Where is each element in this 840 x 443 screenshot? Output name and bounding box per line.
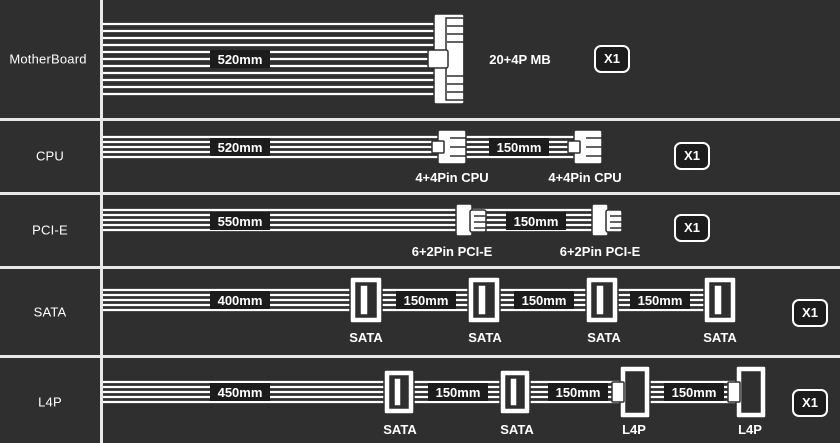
l4p-segment-length-2: 150mm xyxy=(556,385,601,400)
sata-connector-label-3: SATA xyxy=(587,330,621,345)
sata-cable-length: 400mm xyxy=(218,293,263,308)
cpu-8pin-connector xyxy=(431,129,467,165)
length-tag xyxy=(664,383,724,401)
sata-connector xyxy=(349,276,383,324)
sata-connector-label-2: SATA xyxy=(468,330,502,345)
motherboard-24pin-connector xyxy=(427,13,465,105)
row-label-cpu: CPU xyxy=(35,148,65,164)
row-label-sata: SATA xyxy=(33,304,67,320)
length-tag xyxy=(210,138,270,156)
quantity-badge-sata: X1 xyxy=(792,299,828,327)
l4p-segment-length-1: 150mm xyxy=(436,385,481,400)
l4p-connector-label-1: SATA xyxy=(383,422,417,437)
length-tag xyxy=(506,212,566,230)
row-divider xyxy=(0,118,840,121)
cpu-connector-label-1: 4+4Pin CPU xyxy=(415,170,488,185)
length-tag xyxy=(210,383,270,401)
sata-segment-length-1: 150mm xyxy=(404,293,449,308)
pcie-8pin-connector xyxy=(455,203,487,237)
quantity-badge-motherboard: X1 xyxy=(594,45,630,73)
l4p-connector-label-3: L4P xyxy=(622,422,646,437)
pcie-cable-length: 550mm xyxy=(218,214,263,229)
cpu-connector-label-2: 4+4Pin CPU xyxy=(548,170,621,185)
row-label-l4p: L4P xyxy=(38,394,62,410)
sata-connector-label-4: SATA xyxy=(703,330,737,345)
l4p-connector-label-4: L4P xyxy=(738,422,762,437)
column-divider xyxy=(100,0,103,443)
quantity-badge-l4p: X1 xyxy=(792,389,828,417)
pcie-connector-label-2: 6+2Pin PCI-E xyxy=(560,244,641,259)
pcie-segment-length: 150mm xyxy=(514,214,559,229)
mb-cable-length: 520mm xyxy=(218,52,263,67)
row-label-motherboard: MotherBoard xyxy=(9,51,87,67)
sata-connector xyxy=(585,276,619,324)
length-tag xyxy=(489,138,549,156)
length-tag xyxy=(514,291,574,309)
length-tag xyxy=(548,383,608,401)
sata-connector xyxy=(703,276,737,324)
length-tag xyxy=(210,212,270,230)
l4p-connector-label-2: SATA xyxy=(500,422,534,437)
sata-segment-length-3: 150mm xyxy=(638,293,683,308)
length-tag xyxy=(210,50,270,68)
cpu-cable-length: 520mm xyxy=(218,140,263,155)
sata-connector xyxy=(383,369,415,415)
l4p-molex-connector xyxy=(727,365,767,419)
quantity-badge-cpu: X1 xyxy=(674,142,710,170)
row-divider xyxy=(0,192,840,195)
length-tag xyxy=(210,291,270,309)
pcie-8pin-connector xyxy=(591,203,623,237)
mb-connector-label: 20+4P MB xyxy=(489,52,551,67)
row-divider xyxy=(0,266,840,269)
l4p-segment-length-3: 150mm xyxy=(672,385,717,400)
sata-connector xyxy=(499,369,531,415)
sata-segment-length-2: 150mm xyxy=(522,293,567,308)
cpu-segment-length: 150mm xyxy=(497,140,542,155)
sata-connector-label-1: SATA xyxy=(349,330,383,345)
pcie-connector-label-1: 6+2Pin PCI-E xyxy=(412,244,493,259)
row-label-pcie: PCI-E xyxy=(32,222,68,238)
length-tag xyxy=(396,291,456,309)
row-divider xyxy=(0,355,840,358)
length-tag xyxy=(630,291,690,309)
l4p-molex-connector xyxy=(611,365,651,419)
quantity-badge-pcie: X1 xyxy=(674,214,710,242)
l4p-cable-length: 450mm xyxy=(218,385,263,400)
sata-connector xyxy=(467,276,501,324)
length-tag xyxy=(428,383,488,401)
cpu-8pin-connector xyxy=(567,129,603,165)
